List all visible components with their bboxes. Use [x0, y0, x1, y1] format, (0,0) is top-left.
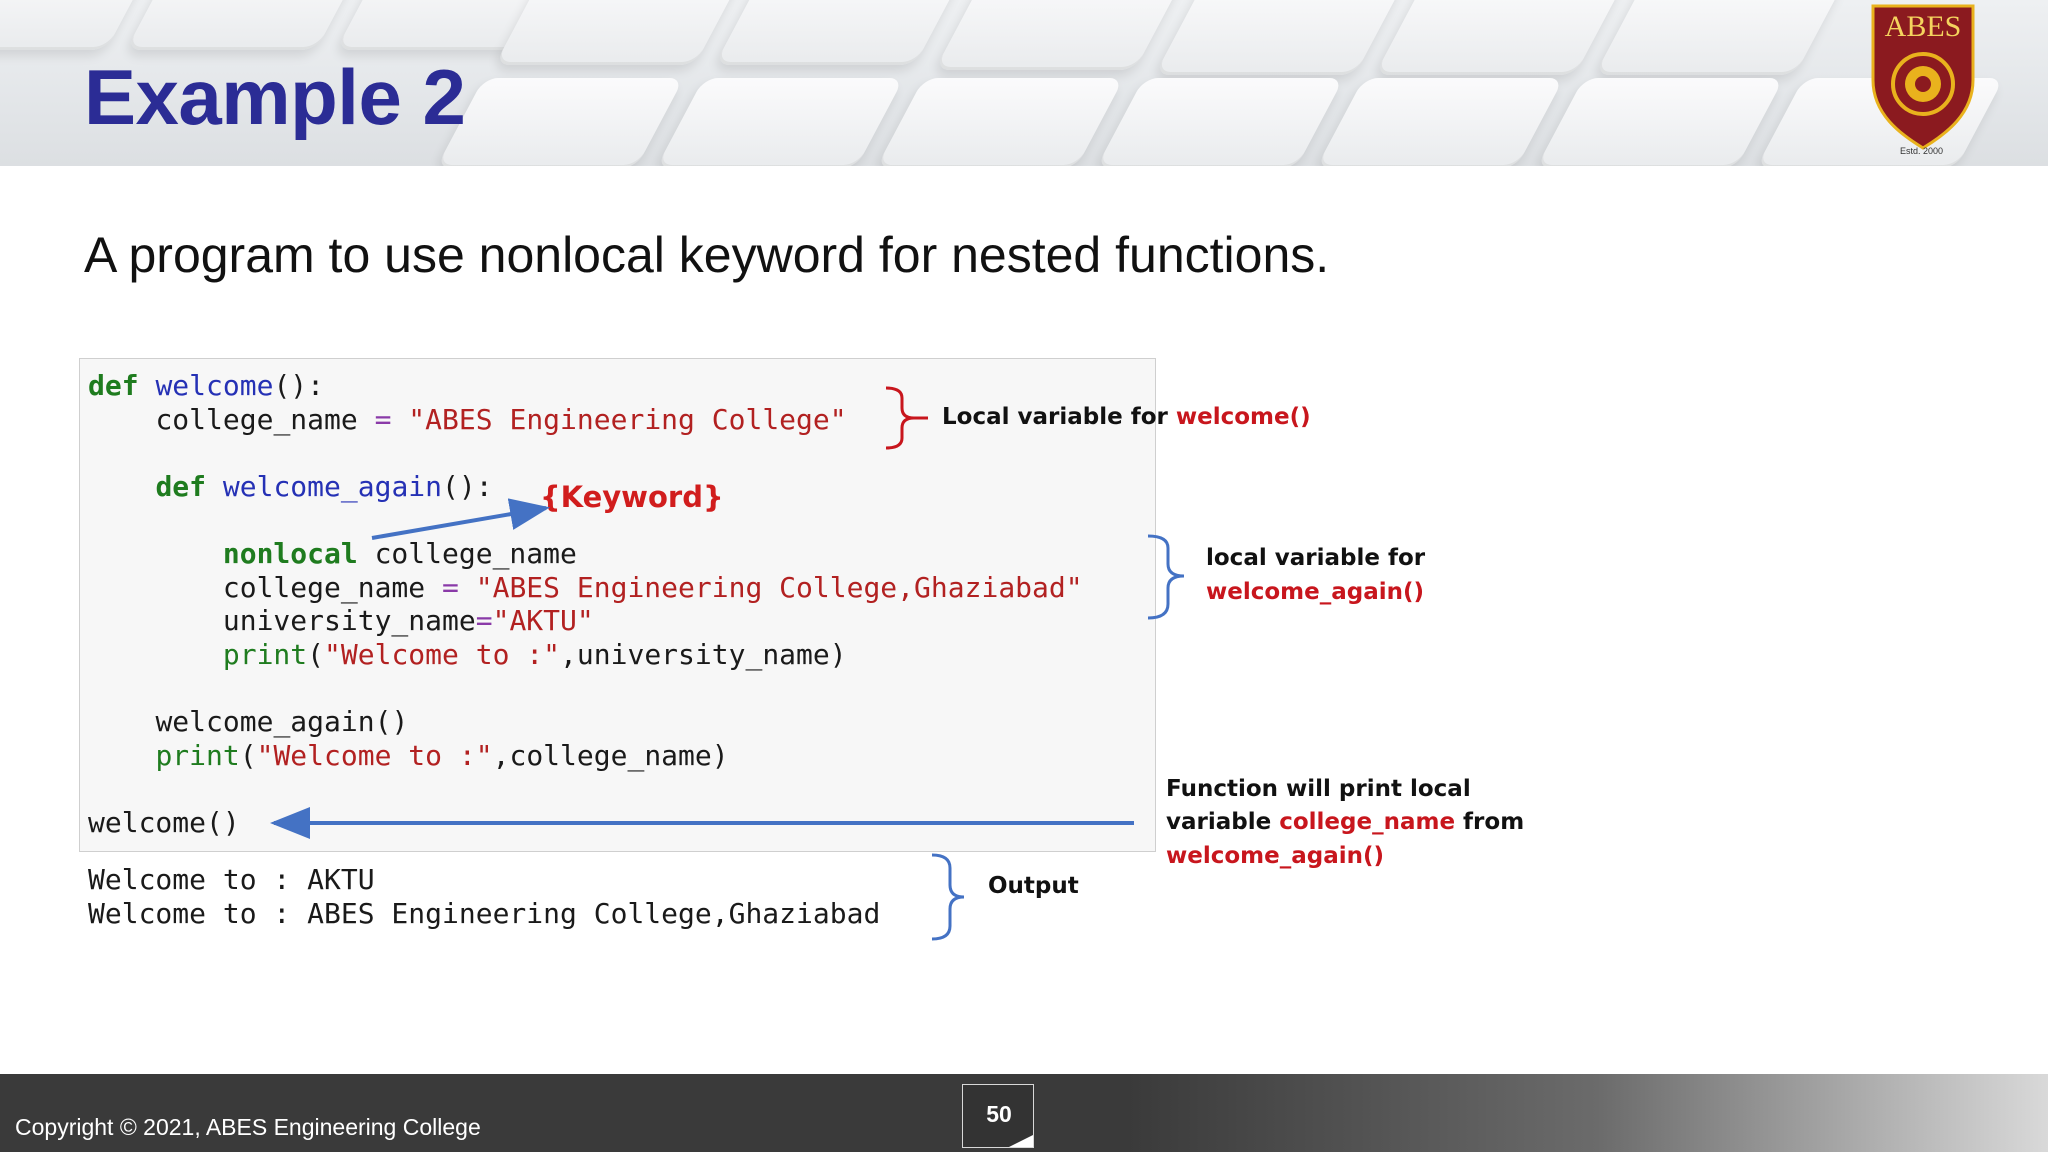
- note-function-print-1: Function will print local: [1166, 776, 1471, 802]
- code-function-name: welcome_again: [206, 470, 443, 503]
- code-text: ,college_name): [492, 739, 729, 772]
- code-text: (: [307, 638, 325, 671]
- page-number: 50: [986, 1101, 1012, 1127]
- code-line-3: def welcome_again():: [88, 470, 493, 503]
- copyright-text: Copyright © 2021, ABES Engineering Colle…: [15, 1114, 481, 1140]
- note-text: variable: [1166, 809, 1280, 835]
- code-keyword: nonlocal: [222, 537, 358, 570]
- code-keyword: def: [155, 470, 207, 503]
- note-highlight: welcome(): [1175, 404, 1311, 430]
- slide-subtitle: A program to use nonlocal keyword for ne…: [84, 227, 1330, 283]
- code-text: university_name: [222, 604, 476, 637]
- code-string: "Welcome to :": [324, 638, 561, 671]
- code-line-7: print("Welcome to :",university_name): [88, 641, 847, 669]
- code-text: (: [239, 739, 257, 772]
- keyword-label: {Keyword}: [540, 480, 724, 514]
- code-text: college_name: [222, 571, 443, 604]
- header-banner: [0, 0, 2048, 166]
- note-function-print-3: welcome_again(): [1166, 843, 1385, 869]
- abes-logo: ABES: [1871, 4, 1975, 150]
- code-text: ():: [273, 369, 325, 402]
- logo-text: ABES: [1885, 10, 1962, 43]
- page-curl-icon: [1009, 1135, 1033, 1147]
- code-line-9: print("Welcome to :",college_name): [88, 739, 729, 772]
- code-builtin: print: [155, 739, 240, 772]
- code-function-name: welcome: [155, 369, 274, 402]
- code-operator: =: [374, 403, 392, 436]
- code-line-8: welcome_again(): [88, 708, 408, 736]
- note-function-print-2: variable college_name from: [1166, 811, 1524, 834]
- code-line-5: college_name = "ABES Engineering College…: [88, 574, 1083, 602]
- code-text: ():: [442, 470, 493, 503]
- code-text: college_name: [357, 537, 577, 570]
- code-line-10: welcome(): [88, 809, 240, 837]
- code-line-4: nonlocal college_name: [88, 540, 577, 568]
- brace-output: [931, 853, 965, 941]
- output-line-2: Welcome to : ABES Engineering College,Gh…: [88, 897, 881, 930]
- code-builtin: print: [222, 638, 308, 671]
- output-line-1: Welcome to : AKTU: [88, 863, 375, 896]
- code-line-6: university_name="AKTU": [88, 607, 594, 635]
- code-keyword: def: [88, 369, 139, 402]
- logo-established: Estd. 2000: [1900, 146, 1944, 156]
- code-line-2: college_name = "ABES Engineering College…: [88, 403, 847, 436]
- brace-local-welcome: [885, 386, 915, 450]
- note-local-again-1: local variable for: [1206, 545, 1426, 571]
- code-line-1: def welcome():: [88, 372, 324, 400]
- code-operator: =: [475, 604, 493, 637]
- brace-local-again: [1147, 534, 1185, 620]
- note-text: Local variable for: [942, 404, 1176, 430]
- note-text: from: [1455, 809, 1525, 835]
- code-string: "ABES Engineering College": [391, 403, 847, 436]
- code-text: welcome(): [88, 806, 240, 839]
- code-text: college_name: [155, 403, 375, 436]
- code-string: "AKTU": [492, 604, 594, 637]
- note-highlight: college_name: [1279, 809, 1456, 835]
- code-text: welcome_again(): [155, 705, 409, 738]
- note-output-label: Output: [988, 873, 1079, 899]
- code-text: ,university_name): [560, 638, 847, 671]
- keyword-arrow: [371, 498, 550, 540]
- page-number-box: 50: [962, 1084, 1034, 1148]
- note-local-again-2: welcome_again(): [1206, 579, 1425, 605]
- code-block: def welcome(): college_name = "ABES Engi…: [79, 358, 1156, 852]
- code-string: "Welcome to :": [256, 739, 493, 772]
- code-string: "ABES Engineering College,Ghaziabad": [458, 571, 1083, 604]
- slide-title: Example 2: [84, 53, 466, 141]
- code-operator: =: [442, 571, 459, 604]
- note-local-welcome: Local variable for welcome(): [942, 406, 1311, 429]
